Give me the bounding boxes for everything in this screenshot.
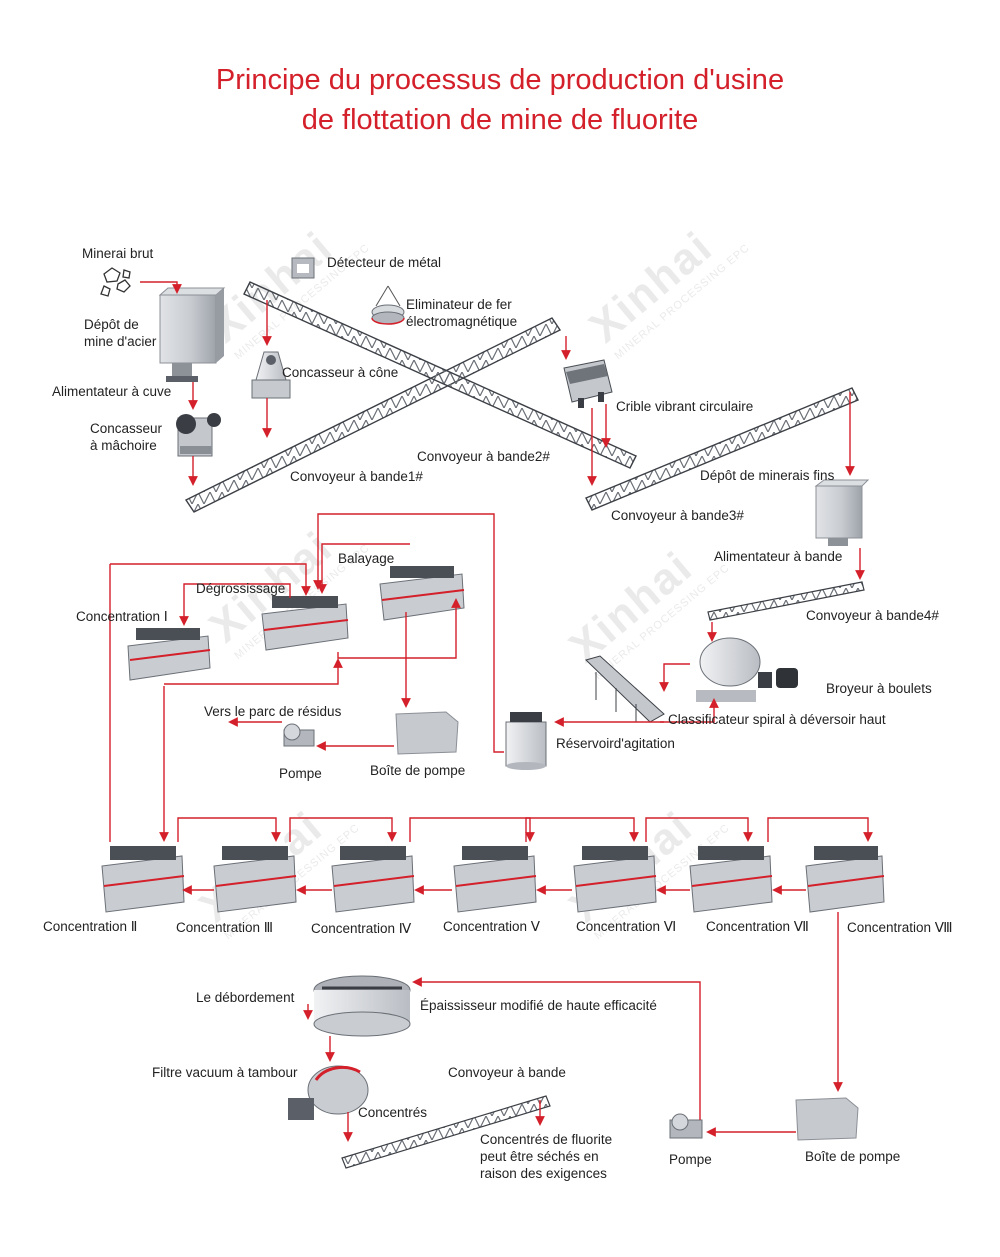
label-concentrates: Concentrés bbox=[358, 1105, 428, 1120]
label-concentration-3: Concentration Ⅲ bbox=[176, 920, 274, 935]
flotation-cell-concentration-3 bbox=[213, 846, 297, 913]
label-conveyor-5: Convoyeur à bande bbox=[448, 1065, 566, 1080]
page-title-line1: Principe du processus de production d'us… bbox=[215, 64, 785, 96]
label-pump-box: Boîte de pompe bbox=[370, 763, 466, 778]
label-concentration-2: Concentration Ⅱ bbox=[43, 919, 138, 934]
pump-icon bbox=[283, 723, 315, 747]
label-concentration-7: Concentration Ⅶ bbox=[706, 919, 809, 934]
vibrating-screen-icon bbox=[563, 359, 613, 408]
label-vibrating-screen: Crible vibrant circulaire bbox=[616, 399, 754, 414]
label-overflow: Le débordement bbox=[196, 990, 295, 1005]
label-jaw-crusher: Concasseur bbox=[90, 421, 163, 436]
flotation-cell-concentration-2 bbox=[101, 846, 185, 913]
label-agitation-tank: Réservoird'agitation bbox=[556, 736, 675, 751]
label-steel-bin: Dépôt de bbox=[84, 317, 139, 332]
label-scavenging: Balayage bbox=[338, 551, 395, 566]
pump-box-icon bbox=[795, 1097, 859, 1141]
raw-ore-icon bbox=[100, 267, 131, 297]
flotation-cell-concentration-7 bbox=[689, 846, 773, 913]
label-pump-box: Boîte de pompe bbox=[805, 1149, 901, 1164]
conveyor-1 bbox=[184, 317, 562, 513]
iron-remover-icon bbox=[371, 285, 405, 325]
label-pump: Pompe bbox=[669, 1152, 712, 1167]
label-cone-crusher: Concasseur à cône bbox=[282, 365, 399, 380]
label-iron-remover: Eliminateur de fer bbox=[406, 297, 512, 312]
label-concentration-4: Concentration Ⅳ bbox=[311, 921, 412, 936]
label-concentration-5: Concentration Ⅴ bbox=[443, 919, 541, 934]
label-pump: Pompe bbox=[279, 766, 322, 781]
label-conveyor-2: Convoyeur à bande2# bbox=[417, 449, 550, 464]
label-fluorite-concentrate: peut être séchés en bbox=[480, 1149, 599, 1164]
label-steel-bin: mine d'acier bbox=[84, 334, 157, 349]
conveyor-2 bbox=[243, 281, 637, 469]
label-raw-ore: Minerai brut bbox=[82, 246, 154, 261]
label-thickener: Épaississeur modifié de haute efficacité bbox=[420, 998, 657, 1013]
label-fine-ore-bin: Dépôt de minerais fins bbox=[700, 468, 835, 483]
label-metal-detector: Détecteur de métal bbox=[327, 255, 442, 270]
label-fluorite-concentrate: raison des exigences bbox=[480, 1166, 607, 1181]
label-to-tailings: Vers le parc de résidus bbox=[204, 704, 342, 719]
conveyor-5 bbox=[341, 1095, 551, 1169]
thickener-icon bbox=[313, 975, 411, 1037]
fine-ore-bin-icon bbox=[814, 479, 870, 546]
label-iron-remover: électromagnétique bbox=[406, 314, 518, 329]
flotation-cell-concentration-5 bbox=[453, 846, 537, 913]
flotation-cell-concentration-6 bbox=[573, 846, 657, 913]
pump-icon bbox=[669, 1113, 703, 1139]
agitation-tank-icon bbox=[505, 712, 547, 770]
label-trough-feeder: Alimentateur à cuve bbox=[52, 384, 172, 399]
conveyor-3 bbox=[585, 387, 859, 511]
drum-filter-icon bbox=[288, 1065, 369, 1120]
label-drum-filter: Filtre vacuum à tambour bbox=[152, 1065, 298, 1080]
label-concentration-1: Concentration Ⅰ bbox=[76, 609, 168, 624]
label-conveyor-3: Convoyeur à bande3# bbox=[611, 508, 744, 523]
cone-crusher-icon bbox=[251, 351, 291, 399]
jaw-crusher-icon bbox=[176, 413, 221, 457]
metal-detector-icon bbox=[291, 257, 315, 279]
label-jaw-crusher: à mâchoire bbox=[90, 438, 157, 453]
flotation-cell-concentration-1 bbox=[127, 628, 211, 681]
label-fluorite-concentrate: Concentrés de fluorite bbox=[480, 1132, 613, 1147]
label-concentration-6: Concentration Ⅵ bbox=[576, 919, 677, 934]
label-conveyor-4: Convoyeur à bande4# bbox=[806, 608, 939, 623]
label-roughing: Dégrossissage bbox=[196, 581, 286, 596]
label-belt-feeder: Alimentateur à bande bbox=[714, 549, 843, 564]
label-ball-mill: Broyeur à boulets bbox=[826, 681, 932, 696]
label-spiral-classifier: Classificateur spiral à déversoir haut bbox=[668, 712, 886, 727]
flotation-cell-scavenging bbox=[379, 566, 465, 621]
pump-box-icon bbox=[395, 711, 459, 755]
label-concentration-8: Concentration Ⅷ bbox=[847, 920, 953, 935]
ball-mill-icon bbox=[696, 637, 798, 702]
flow-arrows bbox=[109, 281, 873, 1142]
flotation-cell-roughing bbox=[261, 596, 349, 651]
label-conveyor-1: Convoyeur à bande1# bbox=[290, 469, 423, 484]
flotation-cell-concentration-8 bbox=[805, 846, 885, 913]
conveyor-4 bbox=[707, 581, 865, 621]
steel-ore-bin-icon bbox=[158, 287, 226, 382]
page-title-line2: de flottation de mine de fluorite bbox=[301, 104, 699, 136]
flotation-cell-concentration-4 bbox=[331, 846, 415, 913]
spiral-classifier-icon bbox=[585, 655, 665, 723]
